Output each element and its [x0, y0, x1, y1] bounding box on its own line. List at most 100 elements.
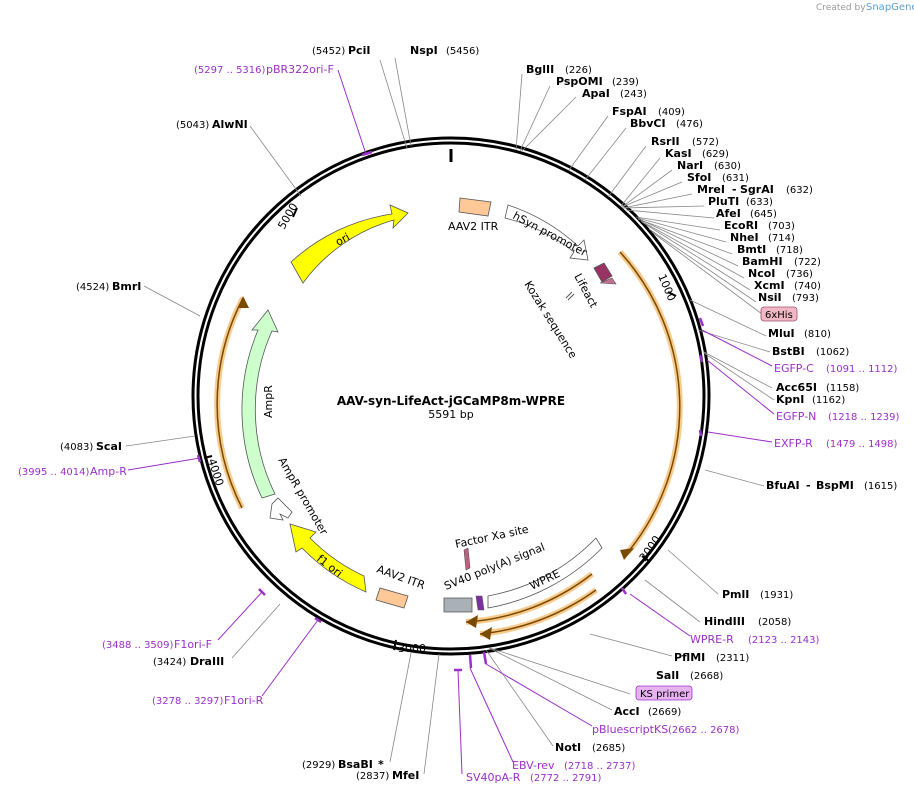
site-name: KpnI [776, 393, 804, 406]
boxed-labels: 6xHis KS primer [635, 306, 798, 701]
leader [651, 231, 763, 315]
site-name: BamHI [742, 255, 783, 268]
leader [641, 221, 751, 291]
primer-leader [217, 591, 263, 641]
primer-labels: (5297 .. 5316) pBR322ori-F EGFP-C (1091 … [18, 63, 900, 784]
primer-name: F1ori-R [224, 694, 264, 707]
site-position: (718) [776, 245, 803, 256]
site-bglii: BglII (226) [526, 63, 592, 76]
leader [644, 579, 701, 623]
site-position: (5043) [176, 120, 209, 131]
leader [489, 647, 631, 695]
leader [622, 205, 705, 209]
primer-leaders [127, 69, 775, 775]
primer-egfp-c: EGFP-C (1091 .. 1112) [774, 362, 898, 375]
leader [589, 633, 673, 657]
site-name: NotI [555, 741, 581, 754]
site-name: MluI [768, 327, 795, 340]
orf-arc-jgcamp-line [619, 251, 681, 553]
primer-mark [361, 150, 373, 157]
site-name: NcoI [748, 267, 775, 280]
site-position: (5452) [312, 46, 345, 57]
primer-leader [337, 69, 367, 155]
site-name: EcoRI [724, 219, 758, 232]
site-pluti: PluTI (633) [708, 195, 773, 208]
site-name: BstBI [772, 345, 805, 358]
feature-lifeact: Lifeact [571, 262, 617, 311]
site-position: (736) [786, 269, 813, 280]
primer-egfp-n: EGFP-N (1218 .. 1239) [776, 410, 900, 423]
primer-pbr322ori-f: (5297 .. 5316) pBR322ori-F [194, 63, 334, 76]
primer-range: (2123 .. 2143) [748, 635, 820, 646]
lifeact-tail [599, 277, 617, 285]
ori-label: ori [333, 230, 352, 248]
site-name: HindIII [704, 615, 745, 628]
orf-arc-wpre-line [465, 573, 593, 623]
primer-range: (3995 .. 4014) [18, 467, 90, 478]
primer-leader [457, 669, 463, 775]
site-name-2: BspMI [816, 479, 854, 492]
site-position: (645) [750, 209, 777, 220]
site-position: (793) [792, 293, 819, 304]
site-position: (2668) [690, 671, 723, 682]
leader [704, 469, 765, 487]
primer-name: EBV-rev [512, 759, 555, 772]
site-name: BfuAI [766, 479, 800, 492]
site-name: DraIII [190, 655, 224, 668]
site-position: (572) [692, 137, 719, 148]
primer-f1ori-f: (3488 .. 3509) F1ori-F [102, 638, 212, 651]
site-position: (2058) [758, 617, 791, 628]
site-position: (740) [794, 281, 821, 292]
boxed-text: KS primer [640, 689, 690, 700]
site-kasi: KasI (629) [665, 147, 729, 160]
primer-mark [698, 429, 703, 437]
site-name: NheI [730, 231, 759, 244]
site-bmti: BmtI (718) [737, 243, 803, 256]
primer-range: (3278 .. 3297) [152, 696, 224, 707]
plasmid-name: AAV-syn-LifeAct-jGCaMP8m-WPRE [337, 394, 565, 408]
ampr-label: AmpR [262, 385, 275, 418]
lifeact-box [593, 262, 613, 283]
site-name: FspAI [612, 105, 647, 118]
ori-arrow [290, 204, 409, 284]
primer-mark [196, 454, 202, 463]
primer-f1ori-r: (3278 .. 3297) F1ori-R [152, 694, 264, 707]
kozak-mark [567, 293, 575, 301]
feature-ampr-promoter: AmpR promoter [269, 455, 331, 538]
site-name: RsrII [651, 135, 680, 148]
site-separator: - [806, 479, 811, 492]
feature-aav2-itr-bottom: AAV2 ITR [375, 563, 427, 609]
site-mlui: MluI (810) [768, 327, 831, 340]
primer-name: EGFP-C [774, 362, 814, 375]
site-name: MfeI [392, 769, 419, 782]
primer-range: (2662 .. 2678) [668, 725, 740, 736]
ampr-arrow [241, 309, 279, 499]
itr-box [375, 587, 409, 609]
site-bsabi: (2929) BsaBI * [302, 758, 384, 771]
feature-kozak: Kozak sequence [521, 279, 579, 361]
leader [584, 127, 627, 181]
primer-name: Amp-R [90, 465, 127, 478]
primer-name: SV40pA-R [466, 771, 521, 784]
orf-arrowhead [238, 296, 249, 308]
primer-leader [706, 359, 775, 415]
site-position: (409) [658, 107, 685, 118]
site-name: KasI [665, 147, 692, 160]
site-mark: * [378, 758, 384, 771]
tick-mark [641, 555, 650, 562]
primer-sv40pa-r: SV40pA-R (2772 .. 2791) [466, 771, 602, 784]
site-nari: NarI (630) [677, 159, 741, 172]
site-name-2: SgrAI [740, 183, 774, 196]
site-name: SalI [656, 669, 679, 682]
primer-mark [258, 588, 266, 596]
primer-range: (1091 .. 1112) [826, 364, 898, 375]
site-nspi: NspI (5456) [410, 44, 479, 57]
wpre-arrow [487, 537, 603, 609]
site-fspai: FspAI (409) [612, 105, 685, 118]
site-noti: NotI (2685) [555, 741, 625, 754]
site-name: ApaI [582, 87, 610, 100]
leader [625, 209, 715, 219]
itr-label: AAV2 ITR [375, 563, 427, 593]
primer-name: pBR322ori-F [266, 63, 334, 76]
